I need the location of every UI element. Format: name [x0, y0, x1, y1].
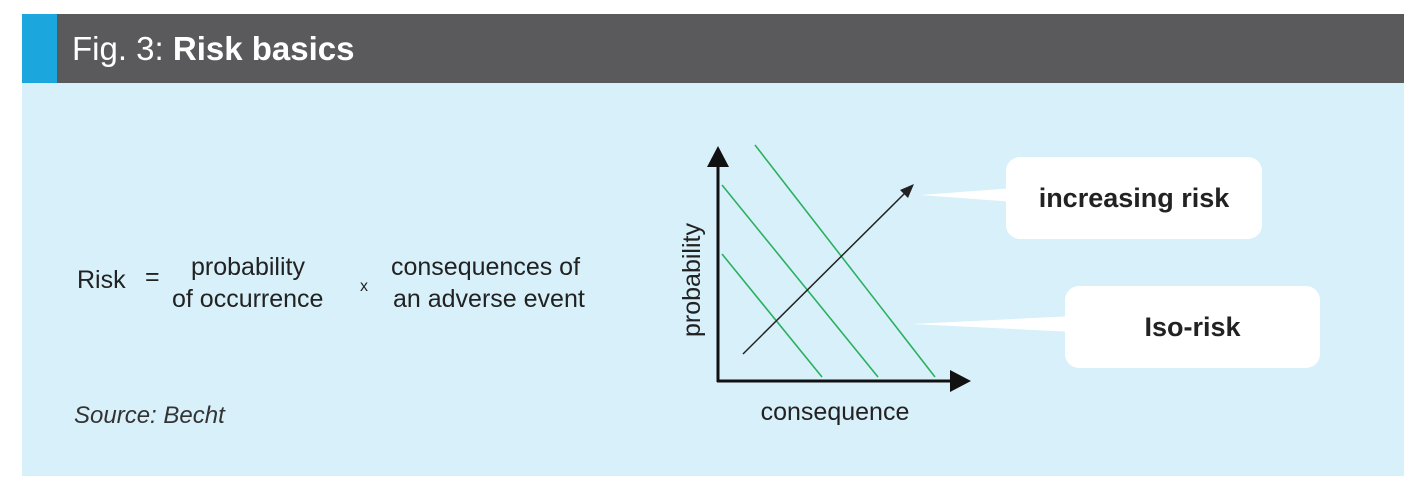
formula-equals: =: [145, 263, 160, 291]
iso-risk-line-3: [721, 253, 823, 378]
callout-increasing-risk-text: increasing risk: [1038, 182, 1230, 213]
callout-pointer-increasing: [920, 188, 1015, 202]
y-axis-label: probability: [678, 223, 706, 337]
figure-title-text: Risk basics: [172, 30, 355, 67]
formula-term2-line2: an adverse event: [393, 285, 585, 313]
figure-title: Fig. 3: Risk basics: [72, 14, 355, 83]
increasing-risk-arrowhead: [900, 184, 914, 198]
formula-term2-line1: consequences of: [391, 253, 581, 281]
iso-risk-line-2: [721, 184, 879, 378]
source-note: Source: Becht: [74, 402, 225, 429]
iso-risk-line-1: [754, 144, 936, 378]
increasing-risk-arrow-line: [742, 190, 908, 355]
x-axis-arrowhead: [950, 370, 971, 392]
callout-pointer-iso: [912, 316, 1074, 332]
x-axis-label: consequence: [761, 398, 910, 426]
formula-term1-line1: probability: [191, 253, 305, 281]
callout-iso-risk-text: Iso-risk: [1144, 311, 1241, 342]
figure-number: Fig. 3:: [72, 30, 173, 67]
formula-times: x: [360, 278, 368, 295]
y-axis-arrowhead: [707, 146, 729, 167]
header-accent-bar: [22, 14, 57, 83]
callout-increasing-risk: increasing risk: [1006, 157, 1262, 239]
formula-term1-line2: of occurrence: [172, 285, 324, 313]
formula-risk: Risk: [77, 266, 126, 294]
figure-panel: [22, 83, 1404, 476]
figure-header: Fig. 3: Risk basics: [22, 14, 1404, 83]
callout-iso-risk: Iso-risk: [1065, 286, 1320, 368]
